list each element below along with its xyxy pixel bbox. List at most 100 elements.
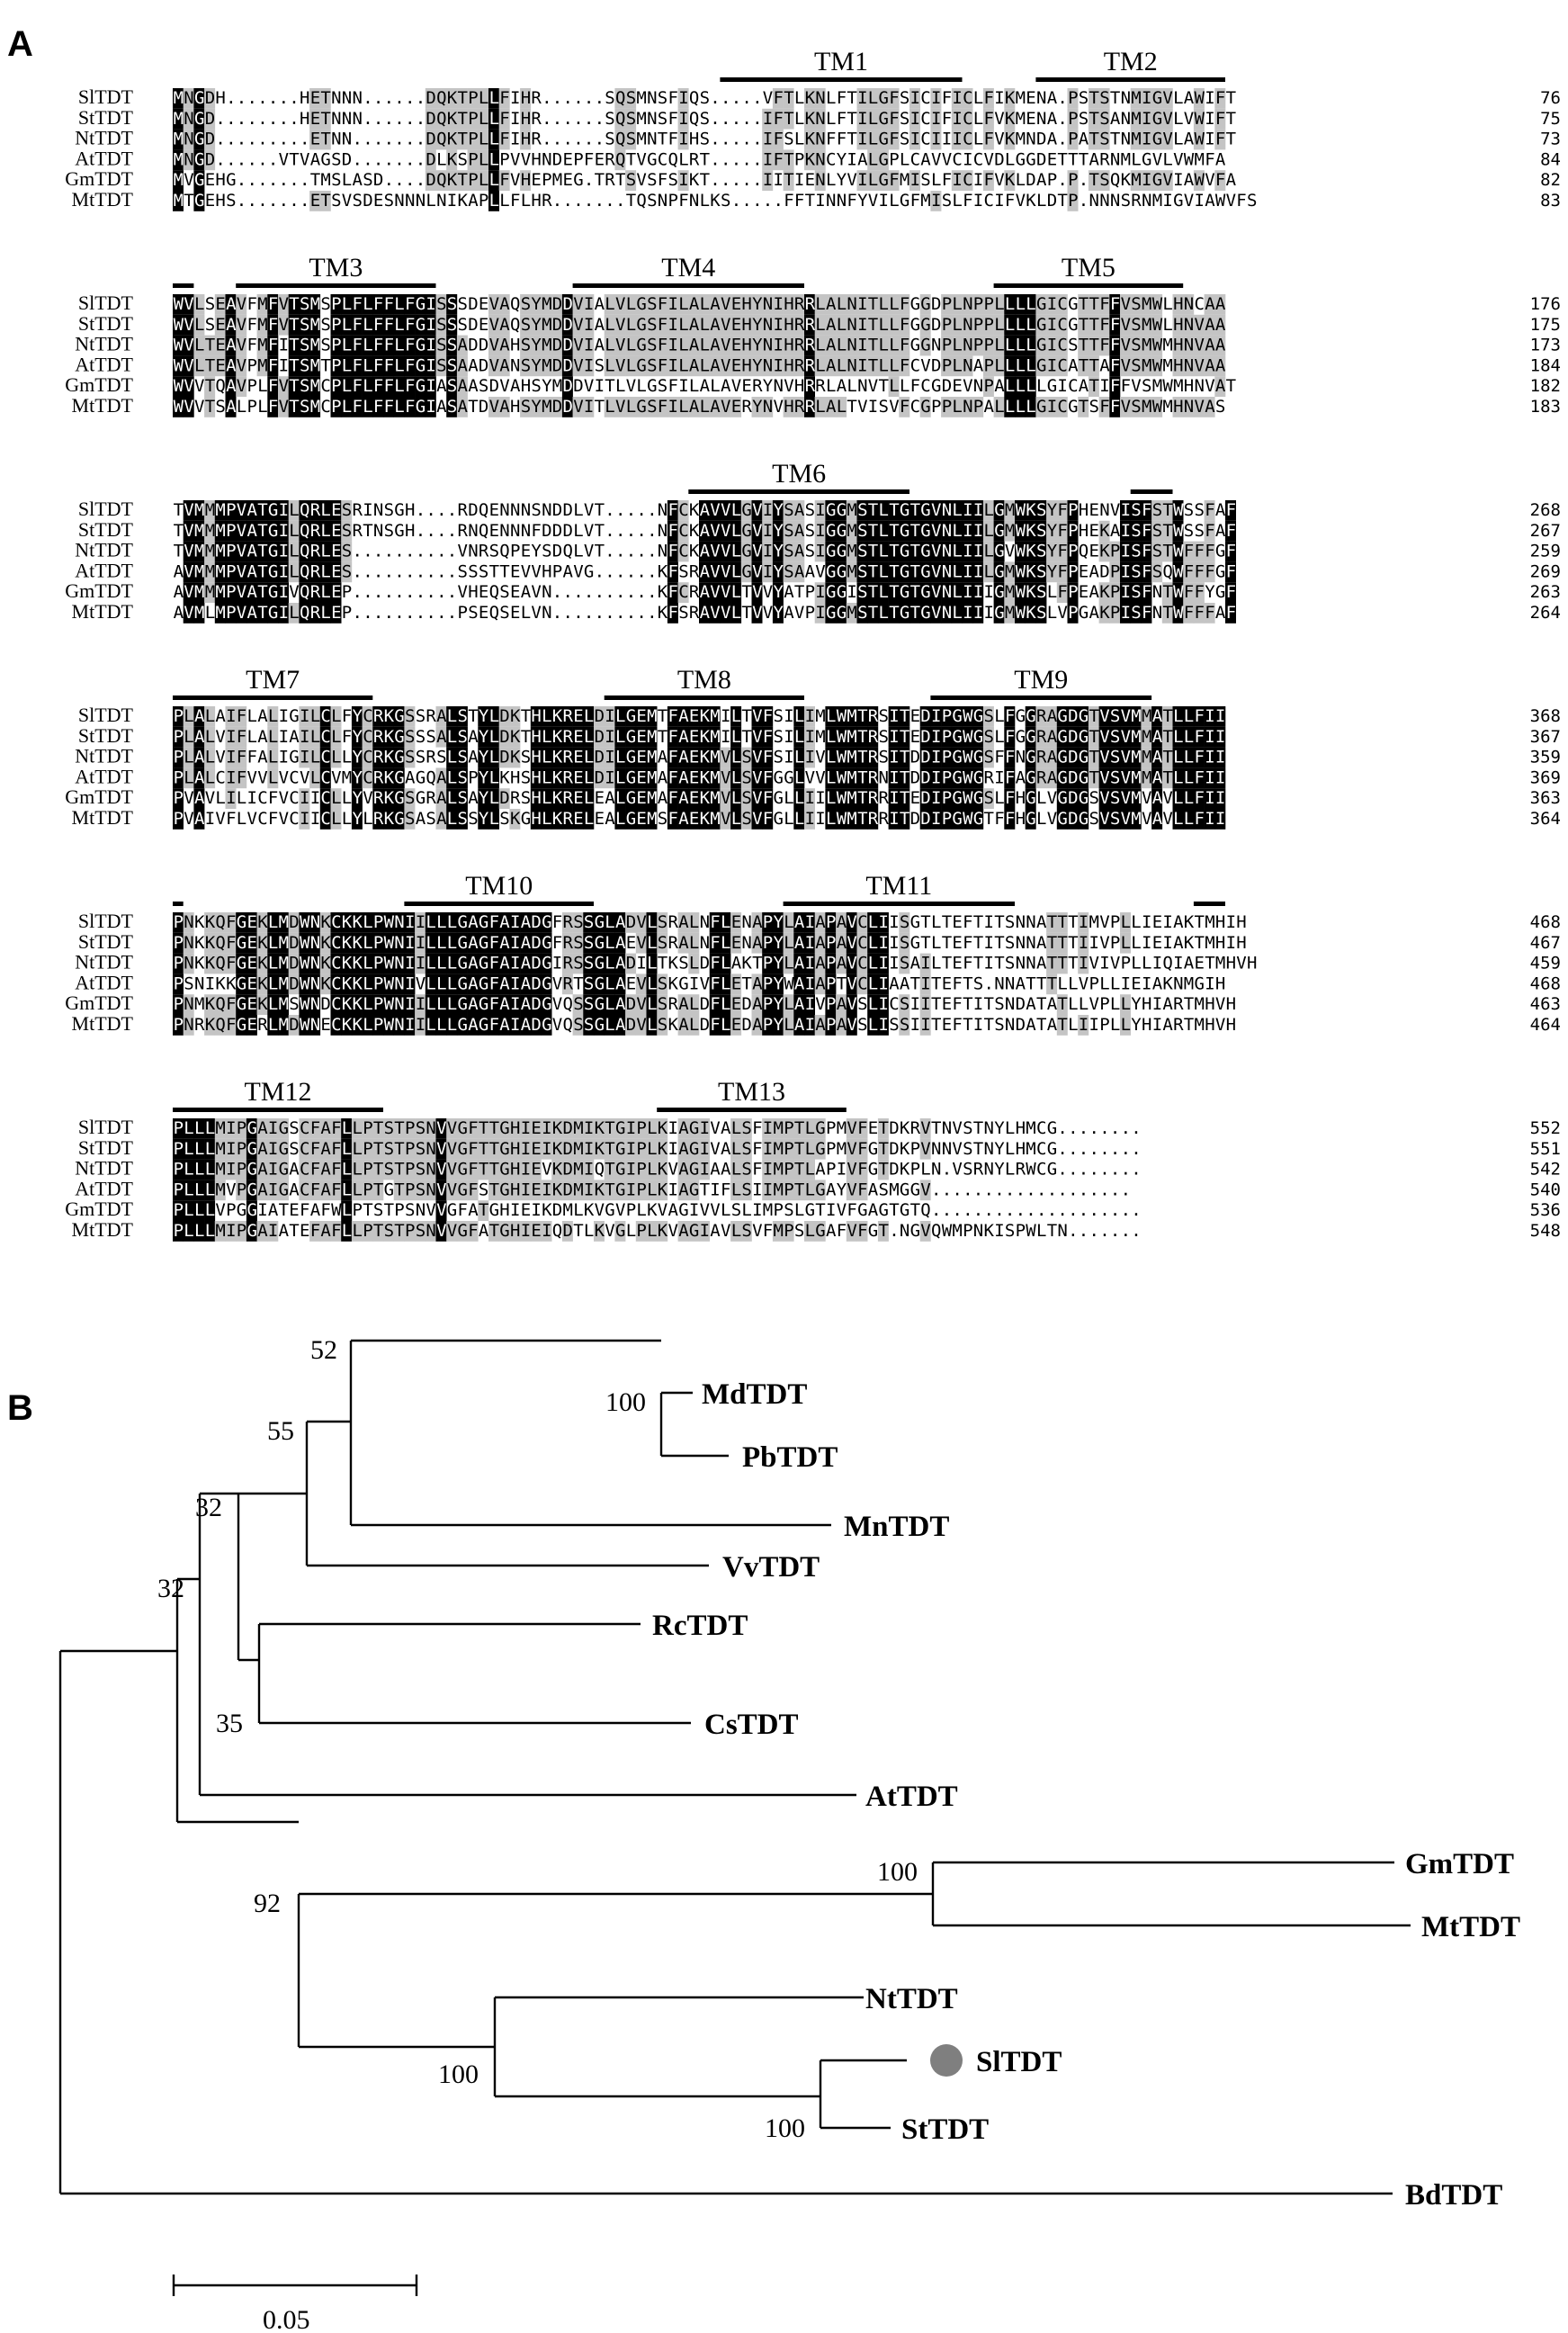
sequence-row: PLALVIFLALIAILCLFYCRKGSSSALSAYLDKTHLKREL…	[174, 727, 1226, 747]
position-number: 182	[1530, 376, 1561, 396]
species-label: GmTDT	[65, 1198, 133, 1220]
residue-shade	[351, 376, 363, 397]
residue-shade	[446, 314, 458, 336]
residue-shade	[204, 88, 216, 109]
residue-shade	[236, 314, 247, 336]
residue-shade	[267, 294, 279, 315]
residue-shade	[625, 314, 637, 336]
species-label: GmTDT	[65, 992, 133, 1014]
residue-shade	[330, 376, 342, 397]
residue-shade	[425, 149, 436, 171]
species-label: AtTDT	[75, 971, 133, 993]
residue-shade	[1214, 170, 1226, 191]
species-label: GmTDT	[65, 373, 133, 396]
residue-shade	[415, 397, 426, 417]
residue-shade	[646, 294, 658, 315]
residue-shade	[1067, 170, 1079, 191]
tm-bar	[236, 283, 436, 288]
residue-shade	[1141, 129, 1152, 150]
residue-shade	[1214, 108, 1226, 130]
residue-shade	[1088, 170, 1099, 191]
residue-shade	[193, 170, 205, 191]
residue-shade	[488, 170, 499, 191]
residue-shade	[572, 314, 584, 336]
residue-shade	[478, 149, 489, 171]
residue-shade	[214, 355, 226, 377]
residue-shade	[888, 108, 900, 130]
sequence-row: TVMMMPVATGILQRLESRINSGH....RDQENNNSNDDLV…	[174, 500, 1236, 520]
residue-shade	[856, 170, 868, 191]
residue-shade	[446, 335, 458, 356]
tm-label: TM12	[245, 1077, 312, 1107]
residue-shade	[614, 88, 626, 109]
tm-label: TM4	[661, 253, 715, 283]
residue-shade	[330, 335, 342, 356]
residue-shade	[520, 397, 532, 417]
residue-shade	[572, 397, 584, 417]
bootstrap-value: 92	[254, 1889, 281, 1918]
residue-shade	[814, 149, 826, 171]
species-label: AtTDT	[75, 147, 133, 169]
residue-shade	[677, 129, 689, 150]
sequence-row: PLLLMVPGAIGACFAFLLPTGTPSNVVGFSTGHIEIKDMI…	[174, 1180, 1131, 1199]
residue-shade	[530, 355, 542, 377]
residue-shade	[1098, 170, 1110, 191]
residue-shade	[267, 397, 279, 417]
residue-shade	[877, 170, 889, 191]
residue-shade	[372, 376, 384, 397]
leaf-label: VvTDT	[722, 1551, 820, 1584]
species-label: StTDT	[78, 930, 134, 953]
residue-shade	[614, 108, 626, 130]
residue-shade	[183, 335, 194, 356]
sequence-row: PLLLMIPGAIGSCFAFLLPTSTPSNVVGFTTGHIEIKDMI…	[174, 1139, 1142, 1159]
sequence-row: PSNIKKGEKLMDWNKCKKLPWNIVLLLGAGFAIADGVRTS…	[174, 974, 1226, 993]
residue-shade	[236, 376, 247, 397]
residue-shade	[288, 335, 300, 356]
residue-shade	[309, 294, 321, 315]
residue-shade	[498, 314, 510, 336]
residue-shade	[1067, 191, 1079, 211]
residue-shade	[299, 294, 310, 315]
residue-shade	[404, 335, 416, 356]
position-number: 173	[1530, 336, 1561, 355]
residue-shade	[393, 335, 405, 356]
residue-shade	[330, 314, 342, 336]
residue-shade	[688, 294, 700, 315]
tm-bar	[1035, 77, 1225, 82]
residue-shade	[225, 335, 237, 356]
residue-shade	[551, 355, 563, 377]
residue-shade	[909, 129, 920, 150]
residue-shade	[393, 355, 405, 377]
residue-shade	[909, 108, 920, 130]
sequence-row: PLALAIFLALIGILCLFYCRKGSSRALSTYLDKTHLKREL…	[174, 706, 1226, 726]
residue-shade	[183, 129, 194, 150]
residue-shade	[478, 108, 489, 130]
residue-shade	[193, 191, 205, 211]
residue-shade	[267, 355, 279, 377]
residue-shade	[425, 170, 436, 191]
residue-shade	[173, 355, 184, 377]
residue-shade	[962, 170, 973, 191]
position-number: 84	[1540, 149, 1561, 169]
residue-shade	[173, 314, 184, 336]
residue-shade	[667, 355, 678, 377]
residue-shade	[604, 294, 615, 315]
sequence-row: MTGEHS.......ETSVSDESNNNLNIKAPLLFLHR....…	[174, 191, 1258, 211]
sequence-row: WVLTEAVFMFITSMSPLFLFFLFGISSADDVAHSYMDDVI…	[174, 336, 1226, 355]
residue-shade	[625, 108, 637, 130]
residue-shade	[909, 88, 920, 109]
residue-shade	[488, 129, 499, 150]
tm-label: TM11	[865, 871, 932, 901]
sequence-row: WVLTEAVPMFITSMTPLFLFFLFGISSAADVANSYMDDVI…	[174, 355, 1226, 375]
sequence-row: MNGD.........ETNN.......DQKTPLLFIHR.....…	[174, 130, 1236, 149]
residue-shade	[225, 355, 237, 377]
position-number: 268	[1530, 500, 1561, 520]
residue-shade	[677, 314, 689, 336]
species-label: StTDT	[78, 106, 134, 129]
species-label: NtTDT	[75, 1157, 133, 1180]
residue-shade	[930, 108, 942, 130]
position-number: 467	[1530, 933, 1561, 953]
residue-shade	[551, 294, 563, 315]
